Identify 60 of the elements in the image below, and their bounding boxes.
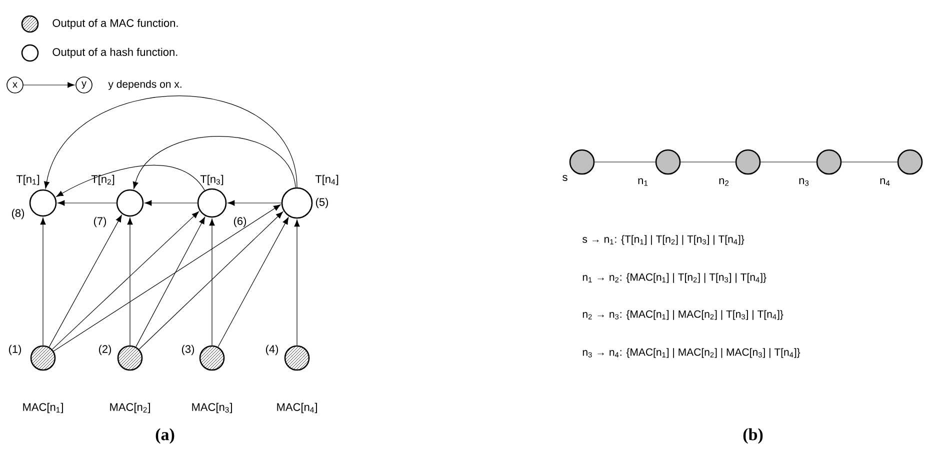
sensor-node — [735, 149, 761, 175]
arrow — [40, 218, 46, 346]
node-label: (2) — [98, 344, 112, 356]
hash-circle — [281, 187, 313, 219]
arrow — [218, 217, 289, 348]
arrow — [136, 216, 206, 348]
arrow — [52, 211, 199, 350]
legend-text: Output of a hash function. — [52, 48, 178, 58]
arrow — [138, 212, 283, 350]
arrow — [209, 218, 215, 346]
arrow — [144, 200, 198, 206]
arrow — [48, 214, 122, 348]
node-label: T[n$_{2}$] — [91, 174, 114, 186]
hash-circle — [116, 189, 144, 217]
node-label: n$_{3}$ — [799, 178, 809, 186]
node-label: MAC[n$_{2}$] — [110, 402, 150, 414]
legend-text: Output of a MAC function. — [52, 18, 178, 30]
message-text: n$_{3}$ → n$_{4}$: {MAC[n$_{1}$] | MAC[n$_{2}$] | MAC[n$_{3}$] | T[n$_{4}$]} — [582, 348, 800, 358]
node-label: (6) — [234, 216, 246, 228]
arrow — [23, 82, 75, 88]
arrow — [294, 220, 300, 346]
node-label: (7) — [94, 216, 106, 228]
node-label: (5) — [316, 198, 328, 208]
sensor-node — [816, 149, 842, 175]
node-label: MAC[n$_{4}$] — [277, 402, 317, 414]
hatched-circle — [30, 345, 56, 371]
hatched-circle — [199, 345, 225, 371]
node-label: n$_{1}$ — [638, 178, 648, 186]
node-label: (1) — [8, 344, 22, 356]
hatched-circle — [284, 345, 310, 371]
node-label: T[n$_{3}$] — [200, 174, 224, 186]
sensor-node — [569, 149, 595, 175]
arrow — [53, 204, 281, 352]
node-label: n$_{4}$ — [880, 178, 890, 186]
message-text: n$_{1}$ → n$_{2}$: {MAC[n$_{1}$] | T[n$_{2}$] | T[n$_{3}$] | T[n$_{4}$]} — [582, 273, 766, 283]
arrow — [228, 200, 282, 206]
arrow — [58, 200, 117, 206]
arrow — [56, 164, 205, 197]
node-label: (3) — [182, 344, 194, 356]
panel-label: (b) — [743, 428, 763, 444]
panel-label: (a) — [156, 428, 174, 444]
node-label: n$_{2}$ — [719, 178, 729, 186]
node-label: MAC[n$_{3}$] — [192, 402, 232, 414]
hash-circle — [197, 188, 227, 218]
node-label: (4) — [266, 344, 278, 356]
node-label: T[n$_{1}$] — [16, 174, 40, 186]
sensor-node — [655, 149, 681, 175]
node-label: (8) — [12, 208, 24, 220]
arrow — [132, 136, 296, 189]
arrow — [44, 96, 298, 189]
node-label: T[n$_{4}$] — [315, 174, 338, 186]
note-text: y depends on x. — [108, 80, 182, 90]
message-text: s → n$_{1}$: {T[n$_{1}$] | T[n$_{2}$] | T[n$_{3}$] | T[n$_{4}$]} — [582, 235, 744, 245]
arrow — [127, 218, 133, 346]
node-label: s — [562, 175, 568, 181]
node-label: MAC[n$_{1}$] — [23, 402, 63, 414]
message-text: n$_{2}$ → n$_{3}$: {MAC[n$_{1}$] | MAC[n$_{2}$] | T[n$_{3}$] | T[n$_{4}$]} — [582, 310, 784, 320]
hatched-circle — [117, 345, 143, 371]
hash-circle — [29, 189, 57, 217]
sensor-node — [897, 149, 923, 175]
